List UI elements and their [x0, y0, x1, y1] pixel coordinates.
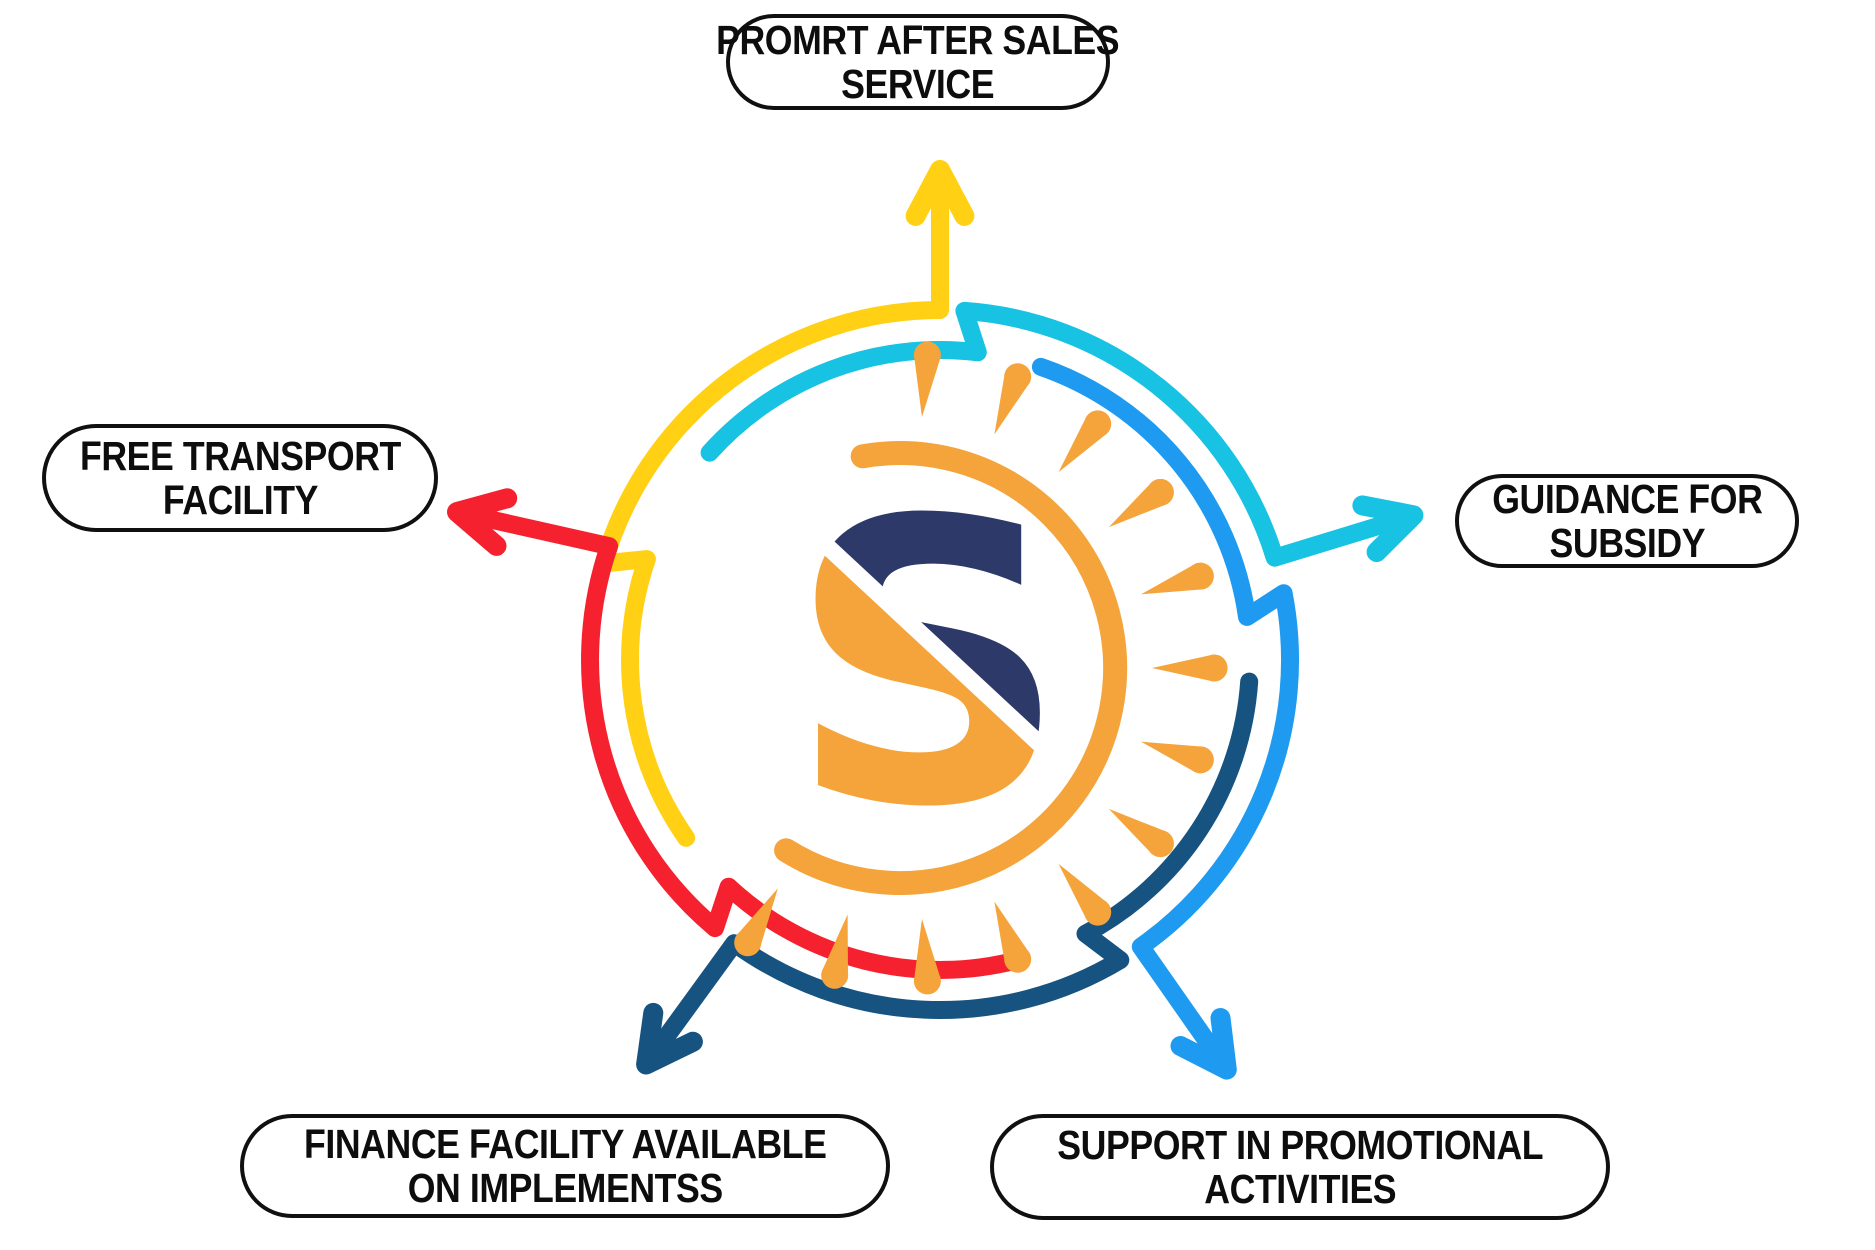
arc-segment-red [448, 503, 1030, 979]
arc-segment-cyan [700, 301, 1423, 567]
node-label-line1: PROMRT AFTER SALES [716, 16, 1120, 63]
node-label-finance: FINANCE FACILITY AVAILABLE ON IMPLEMENTS… [303, 1120, 827, 1211]
node-label-line2: SUBSIDY [1549, 520, 1705, 566]
node-label-line1: FINANCE FACILITY AVAILABLE [303, 1120, 827, 1167]
node-label-line2: SERVICE [841, 61, 995, 107]
node-label-line2: FACILITY [162, 477, 318, 523]
node-label-line1: SUPPORT IN PROMOTIONAL [1057, 1121, 1543, 1168]
arrowhead-blue-icon [1170, 1008, 1237, 1080]
node-label-subsidy: GUIDANCE FOR SUBSIDY [1491, 475, 1763, 566]
arc-segment-yellow [594, 161, 949, 847]
arrowhead-red-icon [447, 488, 518, 556]
node-label-line2: ON IMPLEMENTSS [407, 1165, 723, 1211]
node-label-line2: ACTIVITIES [1204, 1166, 1396, 1212]
node-pill-transport: FREE TRANSPORT FACILITY [42, 424, 438, 532]
node-pill-finance: FINANCE FACILITY AVAILABLE ON IMPLEMENTS… [240, 1114, 890, 1218]
node-pill-subsidy: GUIDANCE FOR SUBSIDY [1455, 474, 1799, 568]
arrowhead-yellow-icon [905, 160, 975, 226]
arrowhead-cyan-icon [1352, 495, 1424, 562]
node-label-line1: GUIDANCE FOR [1491, 475, 1763, 522]
node-pill-promotional: SUPPORT IN PROMOTIONAL ACTIVITIES [990, 1114, 1610, 1220]
node-label-transport: FREE TRANSPORT FACILITY [79, 432, 401, 523]
sun-ring-icon [774, 441, 1128, 896]
node-label-promotional: SUPPORT IN PROMOTIONAL ACTIVITIES [1057, 1121, 1543, 1212]
arrowhead-navy-icon [636, 1002, 703, 1075]
node-label-after-sales: PROMRT AFTER SALES SERVICE [716, 16, 1120, 107]
node-pill-after-sales: PROMRT AFTER SALES SERVICE [716, 14, 1120, 110]
arc-segment-navy [637, 672, 1259, 1074]
node-label-line1: FREE TRANSPORT [79, 432, 401, 479]
arc-segment-blue [1031, 357, 1299, 1079]
